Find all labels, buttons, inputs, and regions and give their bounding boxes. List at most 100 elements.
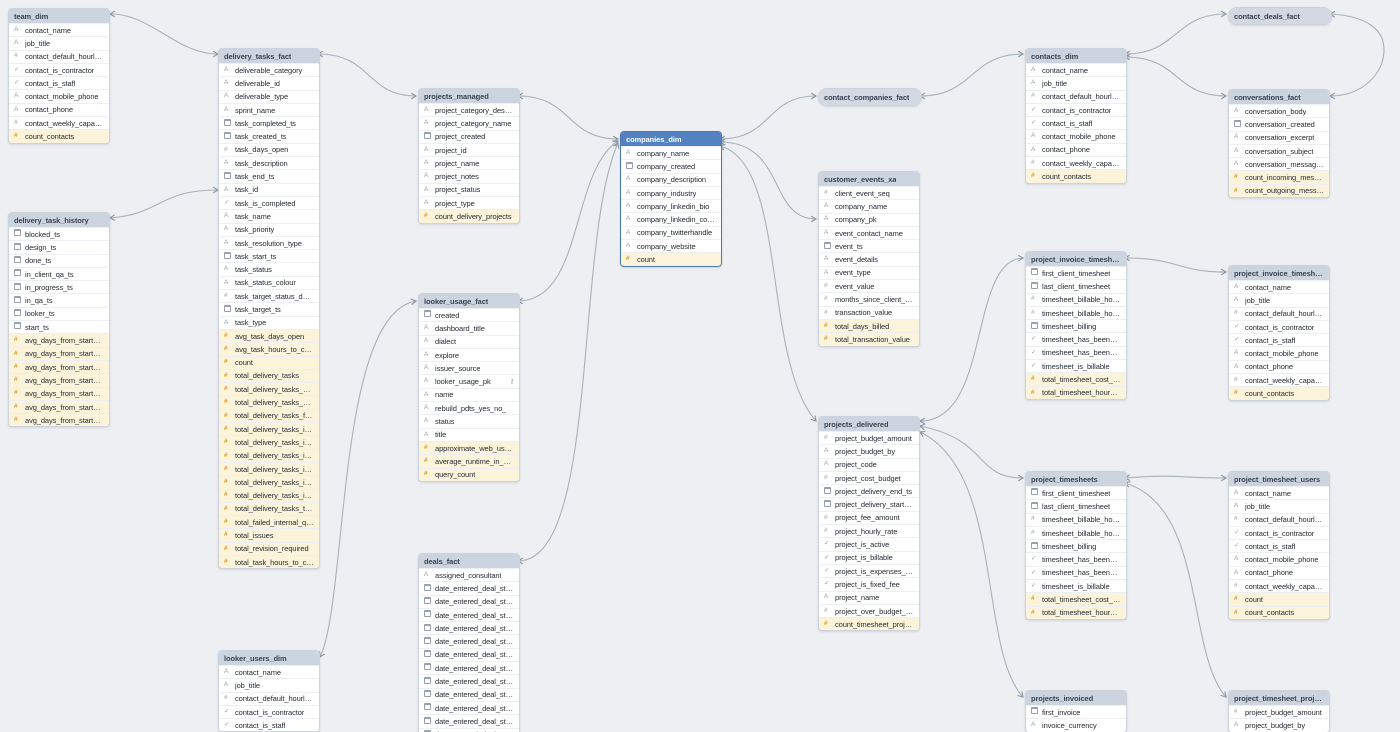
field-row[interactable]: task_completed_ts: [219, 116, 319, 130]
field-row[interactable]: task_end_ts: [219, 169, 319, 183]
field-row[interactable]: date_entered_deal_stage…: [419, 687, 519, 701]
field-row[interactable]: start_ts: [9, 320, 109, 334]
field-row[interactable]: #avg_days_from_start_to_…: [9, 373, 109, 387]
field-row[interactable]: #avg_task_hours_to_compl…: [219, 342, 319, 356]
field-row[interactable]: #total_failed_internal_q…: [219, 515, 319, 529]
field-row[interactable]: ✓contact_is_staff: [9, 76, 109, 90]
field-row[interactable]: #count: [1229, 592, 1329, 606]
table-header[interactable]: projects_managed: [419, 89, 519, 103]
table-header[interactable]: conversations_fact: [1229, 90, 1329, 104]
table-header[interactable]: project_timesheet_users: [1229, 472, 1329, 486]
field-row[interactable]: ✓timesheet_has_been_bill…: [1026, 552, 1126, 566]
field-row[interactable]: date_entered_deal_stage…: [419, 700, 519, 715]
field-row[interactable]: #total_delivery_tasks_fa…: [219, 408, 319, 423]
table-header[interactable]: contact_deals_fact: [1229, 8, 1331, 24]
table-header[interactable]: looker_usage_fact: [419, 294, 519, 308]
field-row[interactable]: #count_contacts: [1229, 605, 1329, 619]
field-row[interactable]: ✓timesheet_has_been_lock…: [1026, 345, 1126, 360]
field-row[interactable]: ✓timesheet_has_been_lock…: [1026, 565, 1126, 580]
field-row[interactable]: #count_contacts: [1229, 386, 1329, 400]
field-row[interactable]: #contact_default_hourly_…: [1229, 306, 1329, 320]
field-row[interactable]: #project_cost_budget: [819, 470, 919, 485]
table-contact_companies_fact[interactable]: contact_companies_fact: [818, 88, 922, 106]
field-row[interactable]: #total_delivery_tasks_in…: [219, 422, 319, 436]
field-row[interactable]: #avg_days_from_start_to_…: [9, 399, 109, 414]
field-row[interactable]: date_entered_deal_stage…: [419, 581, 519, 595]
table-header[interactable]: delivery_task_history: [9, 213, 109, 227]
field-row[interactable]: #timesheet_billable_hour…: [1026, 292, 1126, 306]
field-row[interactable]: #approximate_web_usage_i…: [419, 440, 519, 455]
field-row[interactable]: #total_issues: [219, 528, 319, 542]
field-row[interactable]: created: [419, 308, 519, 322]
field-row[interactable]: first_client_timesheet: [1026, 266, 1126, 280]
field-row[interactable]: #count_incoming_messages: [1229, 170, 1329, 184]
field-row[interactable]: #total_revision_required: [219, 541, 319, 555]
field-row[interactable]: #count_delivery_projects: [419, 209, 519, 223]
field-row[interactable]: date_entered_deal_stage…: [419, 714, 519, 728]
field-row[interactable]: #total_delivery_tasks_bl…: [219, 382, 319, 396]
field-row[interactable]: ✓project_is_fixed_fee: [819, 577, 919, 591]
field-row[interactable]: ✓contact_is_staff: [1229, 333, 1329, 347]
field-row[interactable]: date_entered_deal_stage…: [419, 727, 519, 732]
field-row[interactable]: #contact_weekly_capacity: [1229, 373, 1329, 387]
field-row[interactable]: first_invoice: [1026, 705, 1126, 719]
field-row[interactable]: Acompany_linkedin_compan…: [621, 212, 721, 226]
field-row[interactable]: #months_since_client_cre…: [819, 292, 919, 306]
field-row[interactable]: #contact_default_hourly_…: [1026, 89, 1126, 103]
field-row[interactable]: #avg_days_from_start_to_…: [9, 333, 109, 347]
field-row[interactable]: #count_outgoing_messages: [1229, 183, 1329, 198]
field-row[interactable]: #timesheet_billable_hour…: [1026, 305, 1126, 320]
field-row[interactable]: ✓contact_is_staff: [1229, 539, 1329, 553]
field-row[interactable]: ✓contact_is_staff: [1026, 116, 1126, 130]
field-row[interactable]: last_client_timesheet: [1026, 279, 1126, 293]
field-row[interactable]: #count: [219, 355, 319, 369]
table-header[interactable]: delivery_tasks_fact: [219, 49, 319, 63]
field-row[interactable]: #contact_default_hourly_…: [9, 49, 109, 63]
table-projects_delivered[interactable]: projects_delivered#project_budget_amount…: [818, 416, 920, 632]
field-row[interactable]: #avg_task_days_open: [219, 328, 319, 343]
field-row[interactable]: ✓contact_is_staff: [219, 718, 319, 732]
field-row[interactable]: #contact_default_hourly_…: [219, 691, 319, 705]
table-header[interactable]: contacts_dim: [1026, 49, 1126, 63]
field-row[interactable]: project_delivery_start_…: [819, 497, 919, 511]
field-row[interactable]: date_entered_deal_stage…: [419, 661, 519, 675]
table-project_timesheet_proje[interactable]: project_timesheet_proje…#project_budget_…: [1228, 690, 1330, 732]
field-row[interactable]: project_delivery_end_ts: [819, 484, 919, 498]
field-row[interactable]: ✓timesheet_is_billable: [1026, 359, 1126, 373]
field-row[interactable]: design_ts: [9, 240, 109, 254]
field-row[interactable]: #timesheet_billable_hour…: [1026, 512, 1126, 526]
field-row[interactable]: task_created_ts: [219, 129, 319, 143]
field-row[interactable]: ✓timesheet_has_been_bill…: [1026, 332, 1126, 346]
